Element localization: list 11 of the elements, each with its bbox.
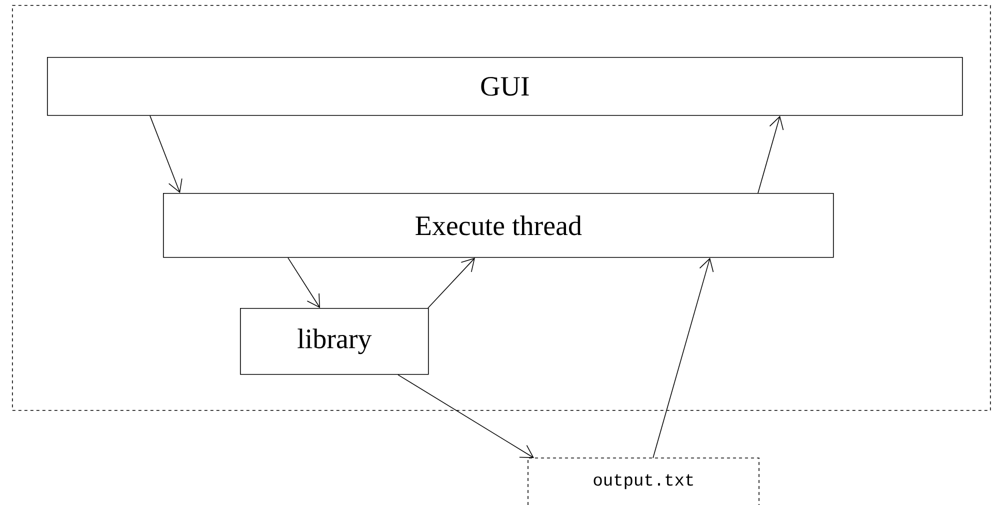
arrow bbox=[428, 258, 475, 308]
process-box: library bbox=[240, 308, 429, 375]
arrow bbox=[150, 115, 182, 193]
arrow bbox=[288, 257, 320, 308]
arrow bbox=[758, 116, 784, 194]
process-box: GUI bbox=[47, 57, 963, 116]
process-box: Execute thread bbox=[163, 193, 834, 258]
arrow bbox=[652, 258, 714, 458]
group-frame bbox=[12, 5, 991, 411]
file-box: output.txt bbox=[528, 458, 760, 505]
arrow bbox=[398, 374, 534, 458]
